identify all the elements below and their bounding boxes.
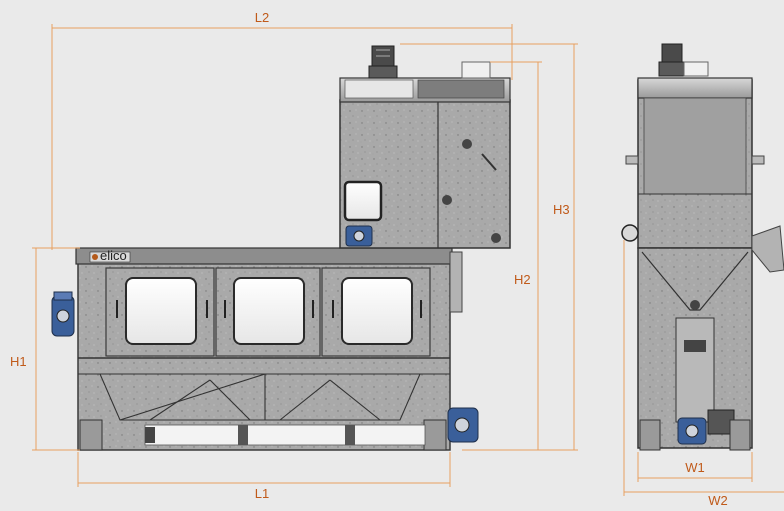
label-w1: W1 <box>685 460 705 475</box>
top-filter <box>461 61 491 79</box>
gear-motor-icon <box>447 407 479 443</box>
label-h2: H2 <box>514 272 531 287</box>
side-chute <box>751 225 784 273</box>
discharge-chute <box>449 251 463 313</box>
side-handwheel <box>621 224 639 242</box>
leg-left <box>79 419 103 451</box>
label-l2: L2 <box>255 10 269 25</box>
gear-motor-icon <box>51 291 75 337</box>
gear-motor-icon <box>368 45 398 79</box>
label-w2: W2 <box>708 493 728 506</box>
inspection-window <box>341 277 413 345</box>
bottom-rollers <box>144 424 426 446</box>
dimension-lines <box>32 24 784 496</box>
leg-right <box>423 419 447 451</box>
label-h1: H1 <box>10 354 27 369</box>
dimension-labels: L2 L1 H1 H2 H3 W1 W2 <box>10 10 728 508</box>
gear-motor-icon <box>345 225 373 247</box>
logo-plate: elico <box>89 248 131 263</box>
inspection-window <box>125 277 197 345</box>
window-panels <box>105 267 431 357</box>
lid-strip <box>75 247 453 265</box>
inspection-window <box>233 277 305 345</box>
inspection-window <box>343 180 383 222</box>
side-view: elico <box>51 45 511 451</box>
label-l1: L1 <box>255 486 269 501</box>
front-view <box>621 43 784 451</box>
elico-logo: elico <box>100 248 127 263</box>
label-h3: H3 <box>553 202 570 217</box>
tower <box>339 77 511 249</box>
hopper-bracing <box>99 373 421 421</box>
